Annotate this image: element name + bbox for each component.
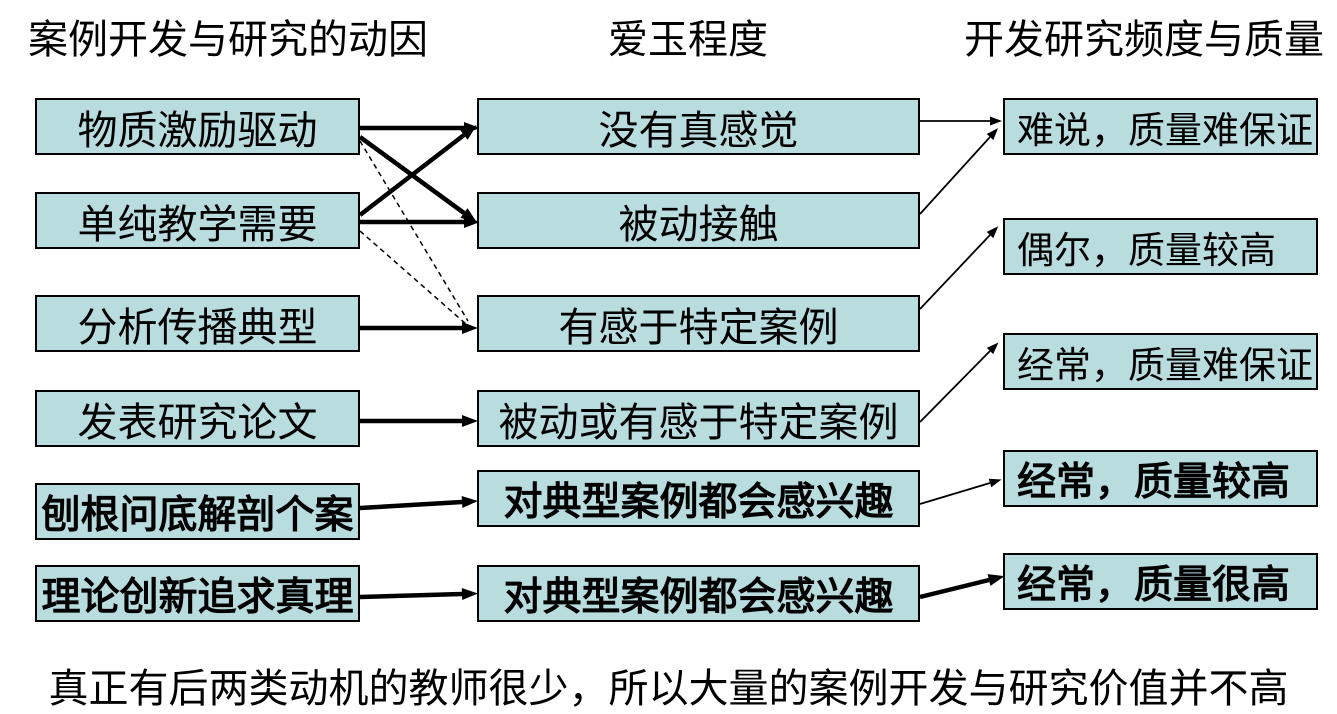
box-label: 经常，质量难保证 xyxy=(1017,345,1313,387)
left-box-theory-innovation: 理论创新追求真理 xyxy=(35,565,360,622)
box-label: 分析传播典型 xyxy=(77,304,318,350)
arrow-L2-to-M3 xyxy=(359,230,467,325)
middle-box-no-real-feeling: 没有真感觉 xyxy=(477,98,920,155)
right-box-hard-to-say: 难说，质量难保证 xyxy=(1003,98,1318,155)
arrow-L6-to-M6 xyxy=(359,588,478,600)
box-label: 偶尔，质量较高 xyxy=(1017,230,1276,272)
box-label: 单纯教学需要 xyxy=(77,201,318,247)
right-box-often-high: 经常，质量很高 xyxy=(1003,553,1318,610)
box-label: 物质激励驱动 xyxy=(77,107,318,153)
middle-box-passive-contact: 被动接触 xyxy=(477,192,920,249)
arrow-L1-to-M2 xyxy=(358,135,477,223)
arrow-L2-to-M1 xyxy=(358,125,477,217)
box-label: 理论创新追求真理 xyxy=(41,575,354,619)
left-box-analyze-typical: 分析传播典型 xyxy=(35,295,360,352)
box-label: 发表研究论文 xyxy=(77,399,318,445)
arrow-M5-to-R4 xyxy=(919,478,1002,505)
left-box-material-incentive: 物质激励驱动 xyxy=(35,98,360,155)
box-label: 被动或有感于特定案例 xyxy=(498,399,899,445)
arrow-M6-to-R5 xyxy=(919,574,1005,600)
middle-box-interested-typical-1: 对典型案例都会感兴趣 xyxy=(477,470,920,527)
box-label: 刨根问底解剖个案 xyxy=(41,493,354,537)
box-label: 经常，质量较高 xyxy=(1017,460,1291,504)
left-box-teaching-need: 单纯教学需要 xyxy=(35,192,360,249)
right-box-often-good: 经常，质量较高 xyxy=(1003,450,1318,507)
box-label: 有感于特定案例 xyxy=(558,304,839,350)
box-label: 难说，质量难保证 xyxy=(1017,110,1313,152)
arrow-M2-to-R1 xyxy=(919,128,999,215)
box-label: 经常，质量很高 xyxy=(1017,563,1291,607)
header-middle-affection: 爱玉程度 xyxy=(608,17,768,62)
box-label: 对典型案例都会感兴趣 xyxy=(503,480,894,524)
arrow-L1-to-M3 xyxy=(359,140,469,322)
arrow-L5-to-M5 xyxy=(359,496,478,511)
middle-box-interested-typical-2: 对典型案例都会感兴趣 xyxy=(477,565,920,622)
left-box-publish-paper: 发表研究论文 xyxy=(35,390,360,447)
left-box-dissect-case: 刨根问底解剖个案 xyxy=(35,483,360,540)
header-left-motives: 案例开发与研究的动因 xyxy=(28,17,428,62)
middle-box-feel-specific-case: 有感于特定案例 xyxy=(477,295,920,352)
box-label: 没有真感觉 xyxy=(598,107,799,153)
middle-box-passive-or-feel-specific: 被动或有感于特定案例 xyxy=(477,390,920,447)
footer-note: 真正有后两类动机的教师很少，所以大量的案例开发与研究价值并不高 xyxy=(48,666,1289,711)
header-right-frequency-quality: 开发研究频度与质量 xyxy=(964,17,1324,62)
box-label: 被动接触 xyxy=(618,201,779,247)
arrow-M4-to-R3 xyxy=(919,342,999,423)
box-label: 对典型案例都会感兴趣 xyxy=(503,575,894,619)
right-box-often-unguaranteed: 经常，质量难保证 xyxy=(1003,333,1318,390)
right-box-occasional-good: 偶尔，质量较高 xyxy=(1003,218,1318,275)
arrow-M3-to-R2 xyxy=(919,226,999,310)
